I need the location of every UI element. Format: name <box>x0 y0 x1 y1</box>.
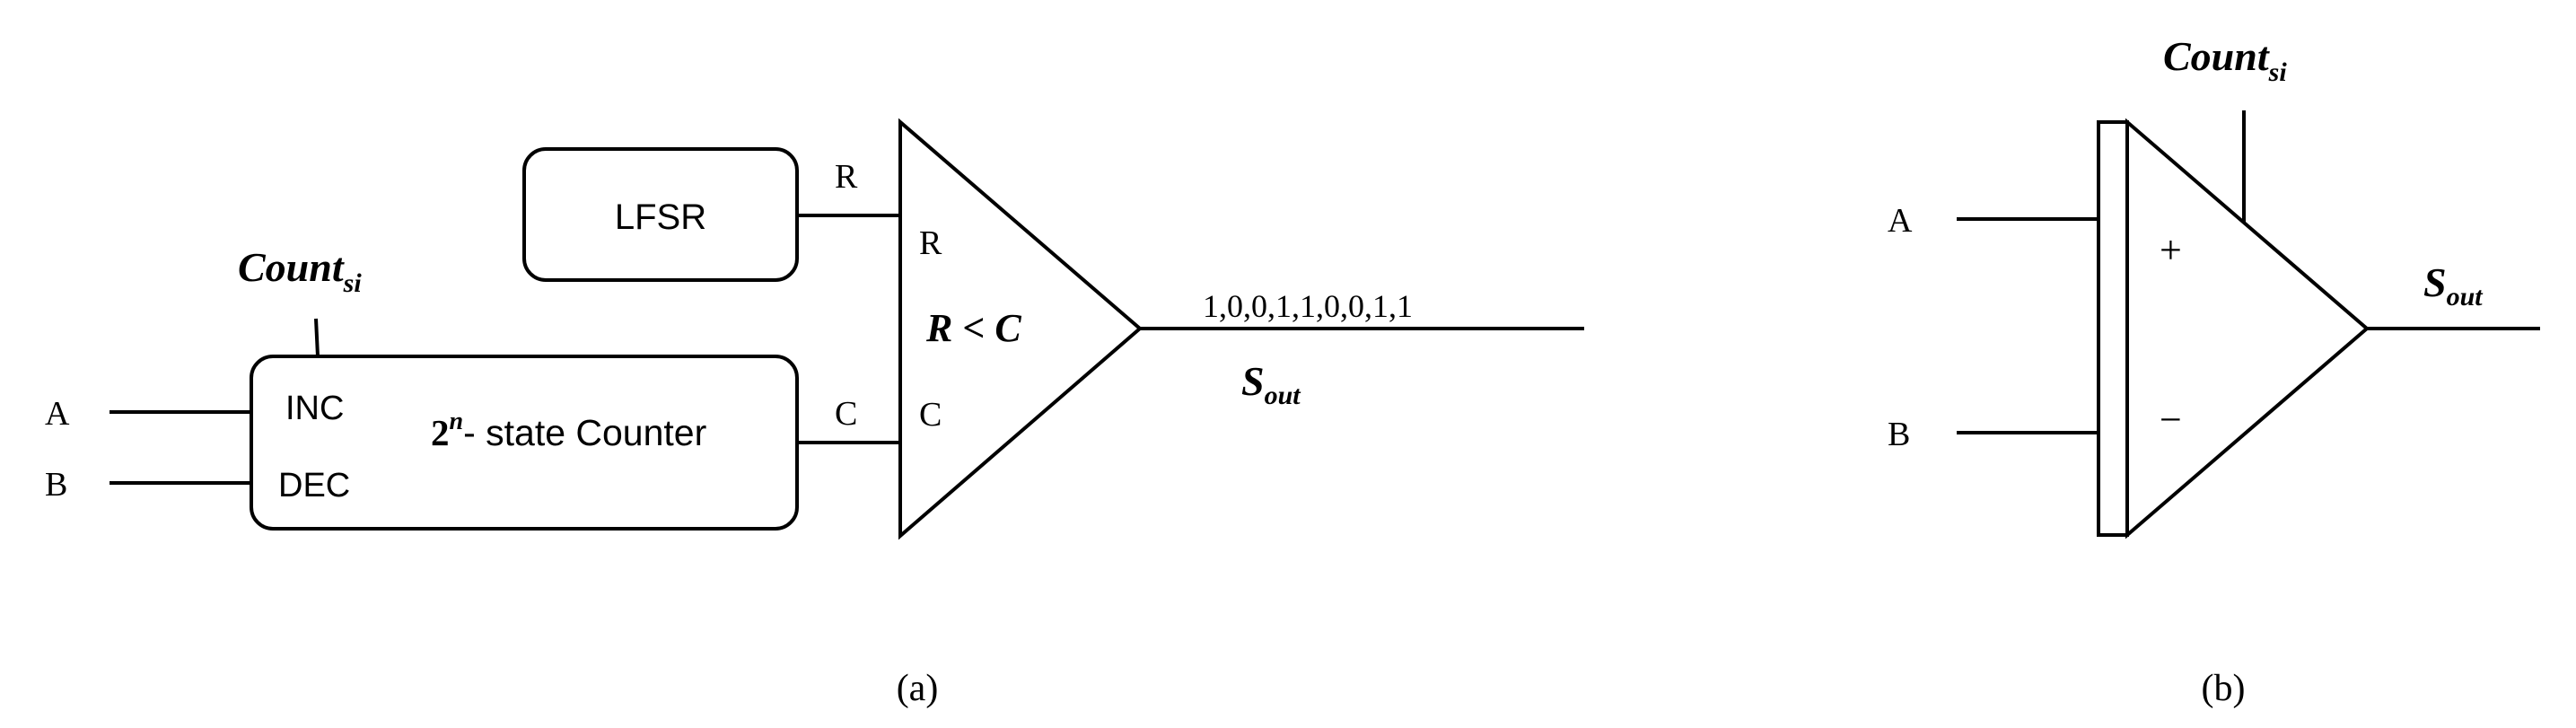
caption-b: (b) <box>2202 668 2246 709</box>
output-bitstream: 1,0,0,1,1,0,0,1,1 <box>1203 288 1413 324</box>
s-out-label-a: Sout <box>1241 358 1301 410</box>
counter-dec-port: DEC <box>278 467 350 504</box>
s-out-label-b: Sout <box>2423 259 2484 311</box>
counter-title: 2n- state Counter <box>431 408 706 453</box>
count-si-label-b: Countsi <box>2163 33 2287 87</box>
input-a-label-a: A <box>45 395 70 433</box>
comparator-expression: R < C <box>925 306 1021 350</box>
count-si-wire-a <box>314 318 320 357</box>
wire-r-label: R <box>835 158 858 196</box>
count-si-label-a: Countsi <box>238 244 362 298</box>
panel-a: Countsi A B INC DEC 2n- state Counter LF… <box>45 118 1584 709</box>
counter-inc-port: INC <box>285 390 344 427</box>
comparator-port-r: R <box>919 224 942 262</box>
adder-triangle <box>2125 118 2370 539</box>
minus-sign: − <box>2160 398 2182 442</box>
plus-sign: + <box>2160 228 2182 272</box>
panel-b: Countsi A B + − Sout (b) <box>1888 33 2540 709</box>
input-b-label-a: B <box>45 466 67 504</box>
comparator-triangle <box>898 118 1143 540</box>
wire-c-label: C <box>835 395 857 433</box>
caption-a: (a) <box>897 668 939 709</box>
comparator-port-c: C <box>919 396 942 434</box>
input-a-label-b: A <box>1888 202 1913 240</box>
adder-bar <box>2097 120 2129 537</box>
input-b-label-b: B <box>1888 416 1910 453</box>
lfsr-label: LFSR <box>615 197 706 237</box>
